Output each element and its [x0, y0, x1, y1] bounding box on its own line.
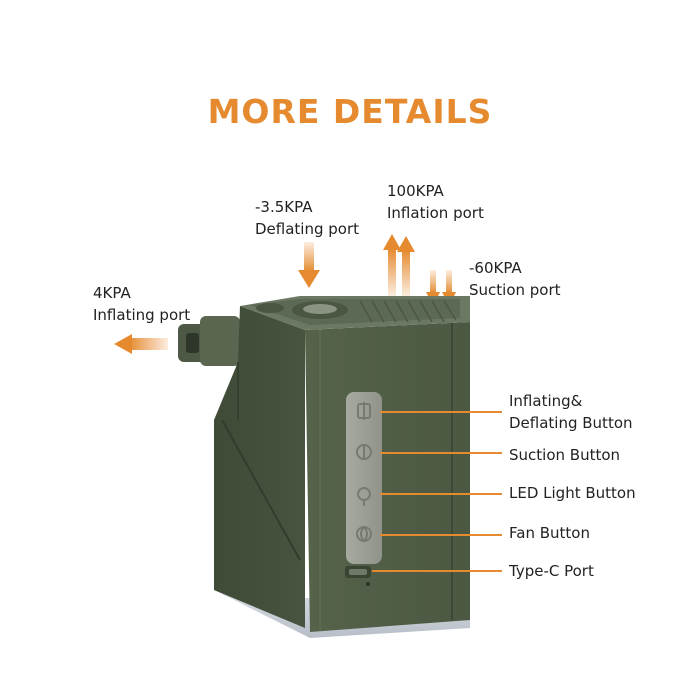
suction-icon[interactable] [356, 444, 372, 460]
inflation-port-arrows-icon [383, 234, 415, 296]
deflating-port-arrow-icon [298, 242, 320, 288]
type-c-port-icon[interactable] [345, 566, 371, 586]
control-panel [346, 392, 382, 564]
inflating-deflating-line1: Inflating& [509, 392, 583, 410]
suction-button-label: Suction Button [509, 446, 621, 464]
device-front-face [305, 322, 470, 632]
suction-port-label: -60KPA Suction port [469, 257, 561, 301]
suction-port-pressure: -60KPA [469, 259, 522, 277]
inflating-port-pressure: 4KPA [93, 284, 131, 302]
inflating-deflating-button-label: Inflating& Deflating Button [509, 390, 633, 434]
callout-lines [372, 411, 502, 572]
inflation-port-name: Inflation port [387, 204, 484, 222]
page-title: MORE DETAILS [207, 92, 493, 131]
type-c-port-label: Type-C Port [509, 562, 594, 580]
light-icon[interactable] [357, 487, 371, 506]
inflating-port-arrow-icon [114, 334, 168, 354]
deflating-port-pressure: -3.5KPA [255, 198, 313, 216]
device-side-face [214, 306, 305, 628]
inflating-nozzle [178, 316, 240, 366]
top-vent-grille [250, 299, 460, 325]
fan-button-label: Fan Button [509, 524, 590, 542]
deflating-port-name: Deflating port [255, 220, 360, 238]
led-light-button-label: LED Light Button [509, 484, 636, 502]
deflating-port-label: -3.5KPA Deflating port [255, 196, 359, 240]
inflation-port-label: 100KPA Inflation port [387, 180, 484, 224]
inflating-port-name: Inflating port [93, 306, 191, 324]
inflating-port-label: 4KPA Inflating port [93, 282, 190, 326]
suction-port-name: Suction port [469, 281, 561, 299]
inflate-deflate-icon[interactable] [357, 402, 371, 420]
inflation-port-pressure: 100KPA [387, 182, 444, 200]
inflating-deflating-line2: Deflating Button [509, 414, 633, 432]
fan-icon[interactable] [356, 526, 372, 543]
